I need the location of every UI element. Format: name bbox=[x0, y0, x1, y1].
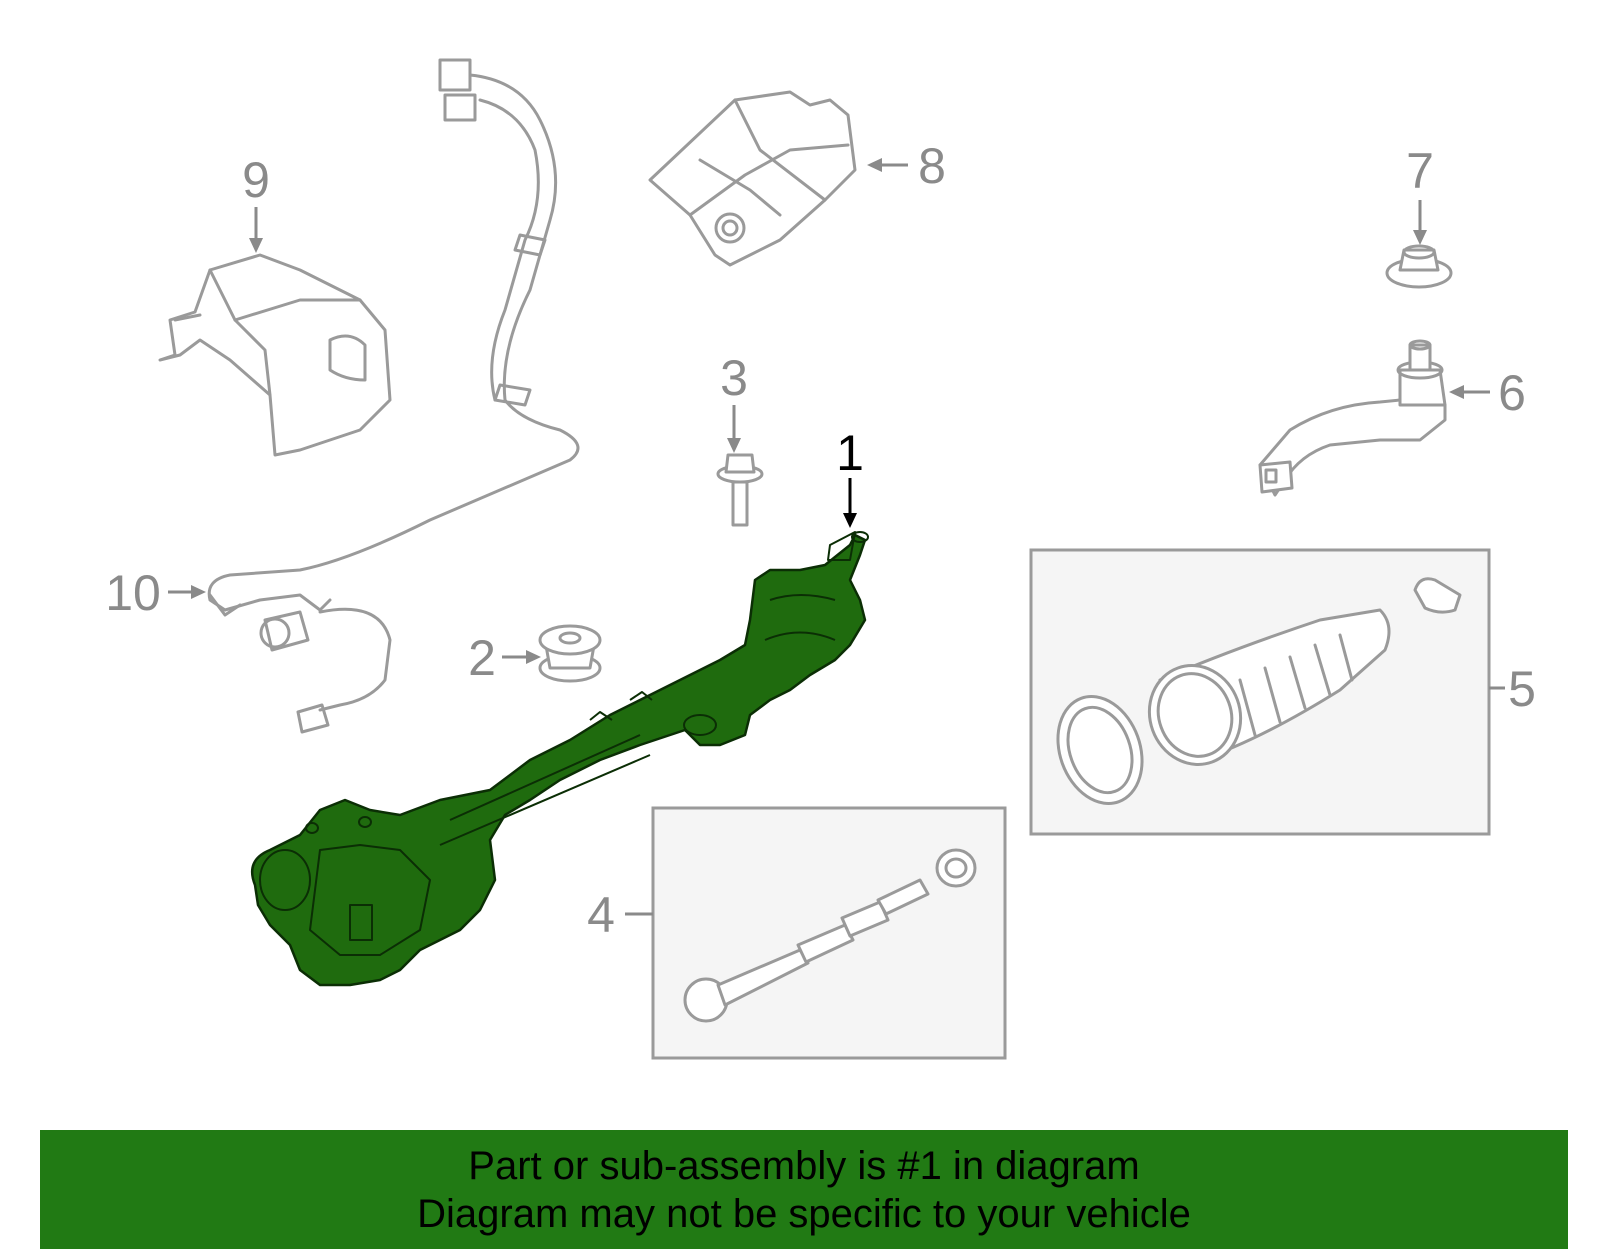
callout-10-label: 10 bbox=[105, 565, 161, 621]
banner-line-1: Part or sub-assembly is #1 in diagram bbox=[468, 1144, 1140, 1188]
part-5-boot-kit[interactable] bbox=[1044, 577, 1462, 816]
callout-4-label: 4 bbox=[587, 887, 615, 943]
part-9-heat-shield[interactable] bbox=[158, 253, 392, 457]
callout-9[interactable]: 9 bbox=[242, 152, 270, 253]
part-1-steering-gear[interactable] bbox=[250, 531, 869, 987]
callout-10[interactable]: 10 bbox=[105, 565, 206, 621]
part-8-bracket[interactable] bbox=[648, 90, 857, 267]
callout-6[interactable]: 6 bbox=[1449, 365, 1526, 421]
callout-4[interactable]: 4 bbox=[587, 887, 653, 943]
callout-6-label: 6 bbox=[1498, 365, 1526, 421]
info-banner: Part or sub-assembly is #1 in diagram Di… bbox=[40, 1130, 1568, 1249]
callout-9-label: 9 bbox=[242, 152, 270, 208]
part-6-tie-rod-end[interactable] bbox=[1258, 339, 1447, 497]
callout-2[interactable]: 2 bbox=[468, 630, 541, 686]
callout-7[interactable]: 7 bbox=[1406, 143, 1434, 245]
callout-2-label: 2 bbox=[468, 630, 496, 686]
callout-5-label: 5 bbox=[1508, 661, 1536, 717]
callout-8-label: 8 bbox=[918, 138, 946, 194]
part-2-grommet[interactable] bbox=[538, 624, 602, 683]
callout-1[interactable]: 1 bbox=[836, 425, 864, 528]
callout-3[interactable]: 3 bbox=[720, 350, 748, 453]
callout-8[interactable]: 8 bbox=[867, 138, 946, 194]
part-7-nut[interactable] bbox=[1385, 244, 1453, 289]
callout-1-label: 1 bbox=[836, 425, 864, 481]
part-10-wiring-harness[interactable] bbox=[207, 58, 580, 734]
callout-5[interactable]: 5 bbox=[1489, 661, 1536, 717]
banner-line-2: Diagram may not be specific to your vehi… bbox=[417, 1192, 1191, 1236]
callout-3-label: 3 bbox=[720, 350, 748, 406]
callout-7-label: 7 bbox=[1406, 143, 1434, 199]
part-4-inner-tie-rod[interactable] bbox=[683, 848, 977, 1023]
part-3-bolt[interactable] bbox=[716, 453, 764, 527]
